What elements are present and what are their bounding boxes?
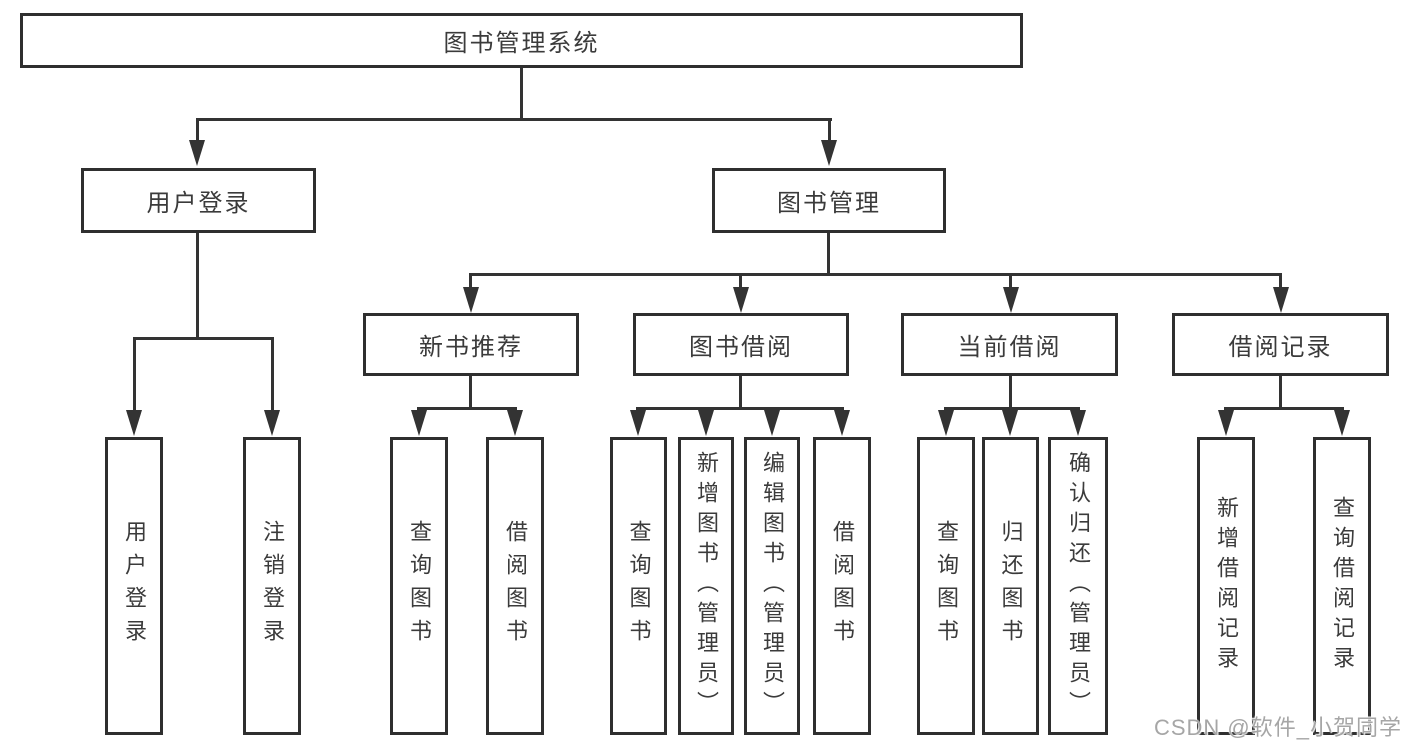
node-l4-query-books-2: 查询图书 [610,437,667,735]
connector-root-drop-right [828,121,831,142]
node-library-management-system: 图书管理系统 [20,13,1023,68]
node-label: 查询图书 [407,520,432,652]
node-label: 图书借阅 [689,334,793,361]
arrowhead-to-book-borrow [733,287,749,313]
node-current-borrowing: 当前借阅 [901,313,1118,376]
connector-currentborrow-hbar [944,407,1080,410]
node-l4-add-borrow-record: 新增借阅记录 [1197,437,1255,735]
arrowhead-to-edit-books [764,410,780,436]
node-label: 新书推荐 [419,334,523,361]
connector-userlogin-drop-right [271,340,274,410]
node-book-management: 图书管理 [712,168,946,233]
node-l4-user-login: 用户登录 [105,437,163,735]
node-label: 图书管理系统 [443,30,600,57]
csdn-watermark: CSDN @软件_小贺同学 [1153,715,1402,740]
arrowhead-to-user-login [189,140,205,166]
node-label: 编辑图书（管理员） [760,451,785,721]
node-l4-return-books: 归还图书 [982,437,1039,735]
node-label: 用户登录 [122,520,147,652]
node-l4-add-books-admin: 新增图书（管理员） [678,437,734,735]
arrowhead-to-query-books-2 [630,410,646,436]
connector-newbookrec-hbar [417,407,517,410]
connector-borrowrecords-stem [1279,376,1282,407]
arrowhead-to-add-books [698,410,714,436]
connector-bookmgmt-stem [827,233,830,273]
node-label: 图书管理 [777,190,881,217]
arrowhead-to-borrow-books-2 [834,410,850,436]
connector-bookmgmt-drop2 [739,276,742,289]
connector-bookmgmt-drop4 [1279,276,1282,289]
node-l4-logout: 注销登录 [243,437,301,735]
node-label: 借阅记录 [1228,334,1333,361]
node-label: 注销登录 [260,520,285,652]
arrowhead-to-new-book-rec [463,287,479,313]
connector-userlogin-hbar [133,337,274,340]
connector-newbookrec-stem [469,376,472,407]
arrowhead-to-borrow-books-1 [507,410,523,436]
arrowhead-to-l4-user-login [126,410,142,436]
node-l4-query-borrow-record: 查询借阅记录 [1313,437,1371,735]
node-label: 用户登录 [146,190,251,217]
node-user-login: 用户登录 [81,168,316,233]
connector-bookborrow-stem [739,376,742,407]
node-label: 新增图书（管理员） [694,451,719,721]
node-label: 借阅图书 [830,520,855,652]
node-l4-query-books-1: 查询图书 [390,437,448,735]
connector-root-stem [520,68,523,121]
node-label: 当前借阅 [957,334,1062,361]
node-label: 确认归还（管理员） [1066,451,1091,721]
node-l4-borrow-books-1: 借阅图书 [486,437,544,735]
node-l4-borrow-books-2: 借阅图书 [813,437,871,735]
arrowhead-to-query-books-1 [411,410,427,436]
connector-bookborrow-hbar [636,407,844,410]
connector-userlogin-drop-left [133,340,136,410]
node-l4-edit-books-admin: 编辑图书（管理员） [744,437,800,735]
node-label: 归还图书 [998,520,1024,652]
connector-userlogin-stem [196,233,199,337]
node-l4-confirm-return-admin: 确认归还（管理员） [1048,437,1108,735]
node-new-book-recommend: 新书推荐 [363,313,579,376]
arrowhead-to-add-borrow-record [1218,410,1234,436]
arrowhead-to-l4-logout [264,410,280,436]
arrowhead-to-query-borrow-record [1334,410,1350,436]
node-book-borrowing: 图书借阅 [633,313,849,376]
arrowhead-to-book-mgmt [821,140,837,166]
node-label: 查询图书 [626,520,652,652]
arrowhead-to-current-borrow [1003,287,1019,313]
node-label: 查询借阅记录 [1330,496,1355,676]
node-label: 借阅图书 [503,520,528,652]
connector-borrowrecords-hbar [1224,407,1344,410]
arrowhead-to-return-books [1002,410,1018,436]
connector-bookmgmt-hbar [469,273,1282,276]
arrowhead-to-confirm-return [1070,410,1086,436]
connector-root-drop-left [196,121,199,142]
node-label: 新增借阅记录 [1214,496,1239,676]
node-label: 查询图书 [934,520,959,652]
arrowhead-to-query-books-3 [938,410,954,436]
node-borrowing-records: 借阅记录 [1172,313,1389,376]
connector-root-hbar [196,118,832,121]
connector-bookmgmt-drop3 [1009,276,1012,289]
connector-bookmgmt-drop1 [469,276,472,289]
node-l4-query-books-3: 查询图书 [917,437,975,735]
connector-currentborrow-stem [1009,376,1012,407]
arrowhead-to-borrow-records [1273,287,1289,313]
